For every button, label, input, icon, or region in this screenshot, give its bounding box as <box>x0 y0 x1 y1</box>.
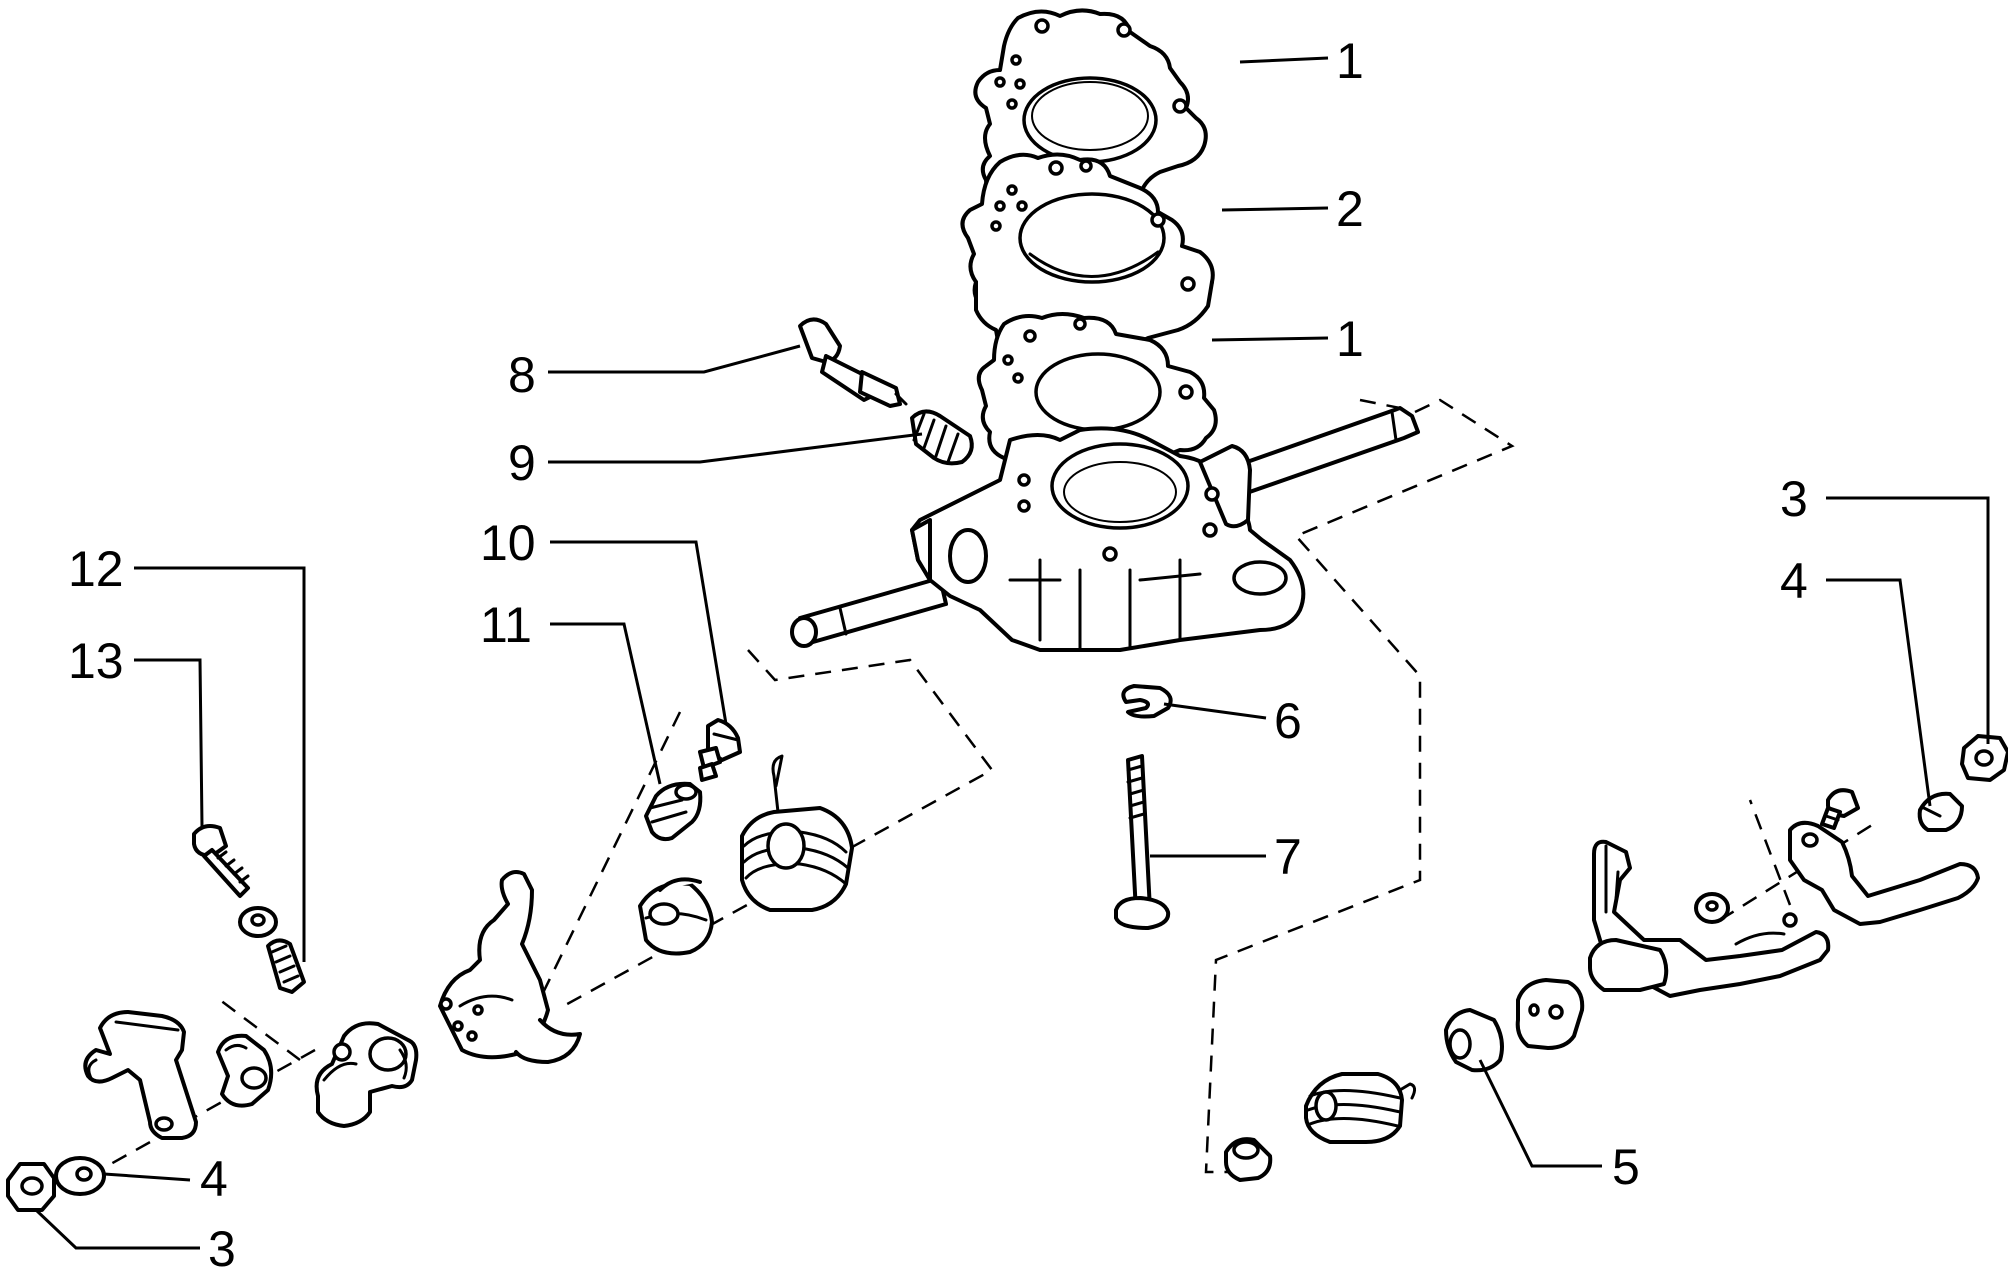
screw-13 <box>192 824 250 898</box>
cam-plate <box>1515 978 1585 1050</box>
callout-9: 9 <box>508 435 536 491</box>
torsion-spring <box>740 754 854 912</box>
bolt-7 <box>1114 754 1171 930</box>
callout-labels: 1 2 1 8 9 10 11 12 13 6 7 3 4 5 4 3 <box>68 33 1808 1267</box>
callout-8: 8 <box>508 347 536 403</box>
washer-right-small <box>1694 892 1730 924</box>
callout-7: 7 <box>1274 829 1302 885</box>
callout-3-left: 3 <box>208 1221 236 1267</box>
washer-left <box>54 1156 106 1196</box>
callout-10: 10 <box>480 515 536 571</box>
bushing-5 <box>1444 1008 1504 1073</box>
throttle-lever <box>438 870 582 1064</box>
small-bracket <box>216 1033 274 1108</box>
leader-lines <box>34 56 1990 1250</box>
callout-1-lower: 1 <box>1336 311 1364 367</box>
spring-12 <box>266 938 306 994</box>
callout-13: 13 <box>68 633 124 689</box>
washer-small <box>238 906 278 938</box>
callout-3-right: 3 <box>1780 471 1808 527</box>
left-bracket <box>83 1010 198 1140</box>
screw-right <box>1820 788 1860 830</box>
nut-left <box>6 1162 56 1212</box>
callout-11: 11 <box>480 597 532 653</box>
nut-right <box>1960 734 2008 782</box>
right-lever-assembly <box>1588 820 1980 998</box>
callout-4-right: 4 <box>1780 553 1808 609</box>
throttle-body <box>790 406 1420 652</box>
idle-adjuster-screw <box>798 317 908 408</box>
adjuster-spring <box>910 409 974 466</box>
callout-4-left: 4 <box>200 1151 228 1207</box>
e-clip <box>1121 684 1173 719</box>
callout-12: 12 <box>68 541 124 597</box>
callout-6: 6 <box>1274 693 1302 749</box>
link-lever <box>314 1021 419 1128</box>
callout-1-top: 1 <box>1336 33 1364 89</box>
callout-5: 5 <box>1612 1139 1640 1195</box>
plug-bottom <box>1224 1137 1273 1182</box>
coil-spring-right <box>1304 1072 1417 1144</box>
lever-bushing <box>638 877 714 956</box>
lock-washer-right <box>1917 791 1964 832</box>
bushing-11 <box>644 781 703 842</box>
callout-2: 2 <box>1336 181 1364 237</box>
screw-10 <box>698 718 742 782</box>
